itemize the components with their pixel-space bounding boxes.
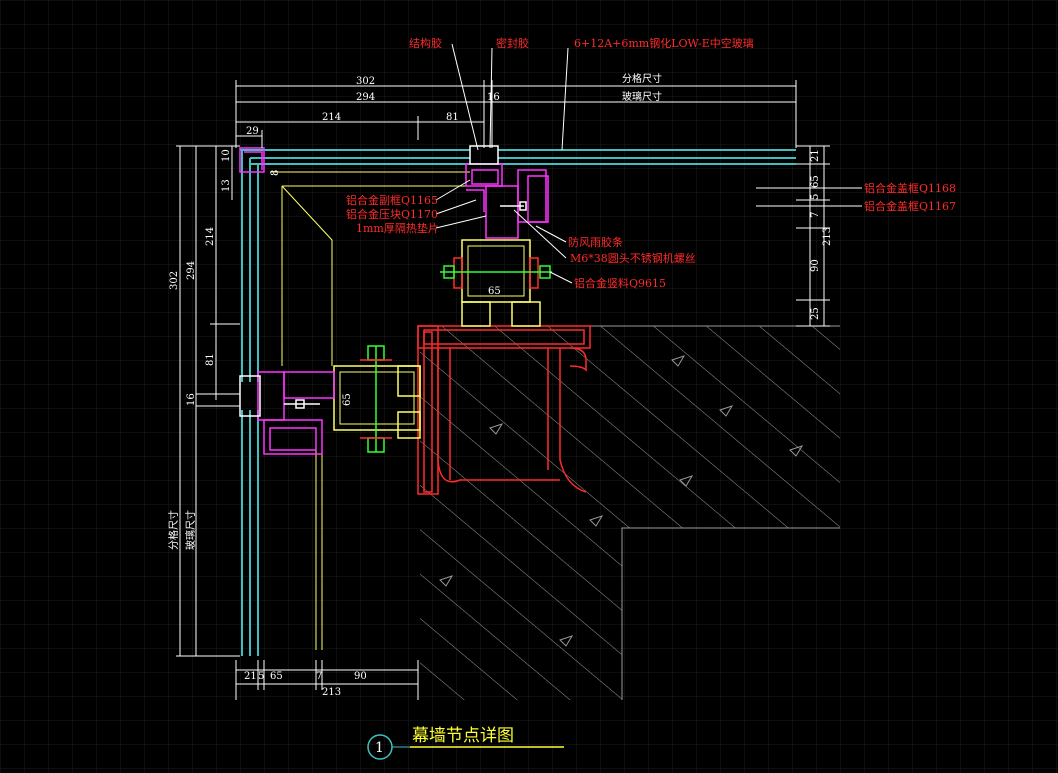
drawing-title: 幕墙节点详图: [412, 726, 514, 746]
dim-mullion-left-65: 65: [342, 393, 353, 406]
dim-bottom-7: 7: [316, 671, 322, 682]
dim-glass-size-left: 玻璃尺寸: [184, 510, 197, 550]
glass-top: [240, 149, 796, 165]
dim-bottom-213: 213: [322, 687, 341, 698]
label-structural-sealant: 结构胶: [409, 36, 442, 50]
dim-top-16: 16: [487, 92, 500, 103]
dim-top-302: 302: [356, 76, 375, 87]
dim-bottom-90: 90: [354, 671, 367, 682]
dim-right-25: 25: [810, 307, 821, 320]
label-cap-frame: 铝合金盖框Q1167: [864, 199, 956, 213]
label-glass-spec: 6+12A+6mm钢化LOW-E中空玻璃: [574, 36, 754, 50]
dim-bottom-65: 65: [270, 671, 283, 682]
dim-right-213: 213: [822, 227, 833, 246]
dim-left-81: 81: [205, 353, 216, 366]
label-wind-strip: 防风雨胶条: [568, 235, 623, 249]
dim-right-90: 90: [810, 259, 821, 272]
label-pressure-block: 铝合金压块Q1170: [346, 207, 438, 221]
dim-left-302: 302: [169, 271, 180, 290]
dim-top-214: 214: [322, 112, 341, 123]
title-block: 1 幕墙节点详图: [367, 726, 564, 760]
dim-right-65: 65: [810, 175, 821, 188]
dim-grid-size-top: 分格尺寸: [622, 72, 662, 85]
label-mullion: 铝合金竖料Q9615: [574, 276, 666, 290]
profile-left: [239, 371, 335, 455]
dim-grid-size-left: 分格尺寸: [167, 510, 180, 550]
dimension-lines: [176, 80, 830, 700]
dim-top-29: 29: [246, 126, 259, 137]
profile-top: [465, 145, 549, 239]
label-insulation-pad: 1mm厚隔热垫片: [356, 221, 439, 235]
mullion-top: [440, 239, 552, 327]
dim-top-81: 81: [446, 112, 459, 123]
detail-number: 1: [375, 740, 384, 756]
label-sub-frame: 铝合金副框Q1165: [346, 193, 438, 207]
dim-bottom-21: 21: [244, 671, 257, 682]
dim-right-21: 21: [810, 149, 821, 162]
inner-lining: [270, 171, 470, 650]
label-bolt: M6*38圆头不锈钢机螺丝: [570, 251, 696, 265]
dim-bottom-5: 5: [258, 671, 264, 682]
steel-bracket: [417, 325, 591, 495]
dim-glass-size-top: 玻璃尺寸: [622, 90, 662, 103]
leader-lines: [435, 43, 862, 284]
corner-joint: [239, 147, 265, 173]
dim-left-10: 10: [221, 149, 232, 162]
glass-left: [241, 150, 259, 656]
dim-left-214: 214: [205, 227, 216, 246]
dim-left-16: 16: [186, 393, 197, 406]
dim-mullion-top-65: 65: [488, 286, 501, 297]
dim-top-294: 294: [356, 92, 375, 103]
dim-left-294: 294: [186, 261, 197, 280]
dim-right-7: 7: [810, 212, 821, 218]
label-cover-profile: 铝合金盖框Q1168: [864, 181, 956, 195]
dim-left-13: 13: [221, 179, 232, 192]
dim-left-8: 8: [270, 170, 281, 176]
dim-right-5: 5: [810, 194, 821, 200]
label-weather-sealant: 密封胶: [496, 36, 529, 50]
